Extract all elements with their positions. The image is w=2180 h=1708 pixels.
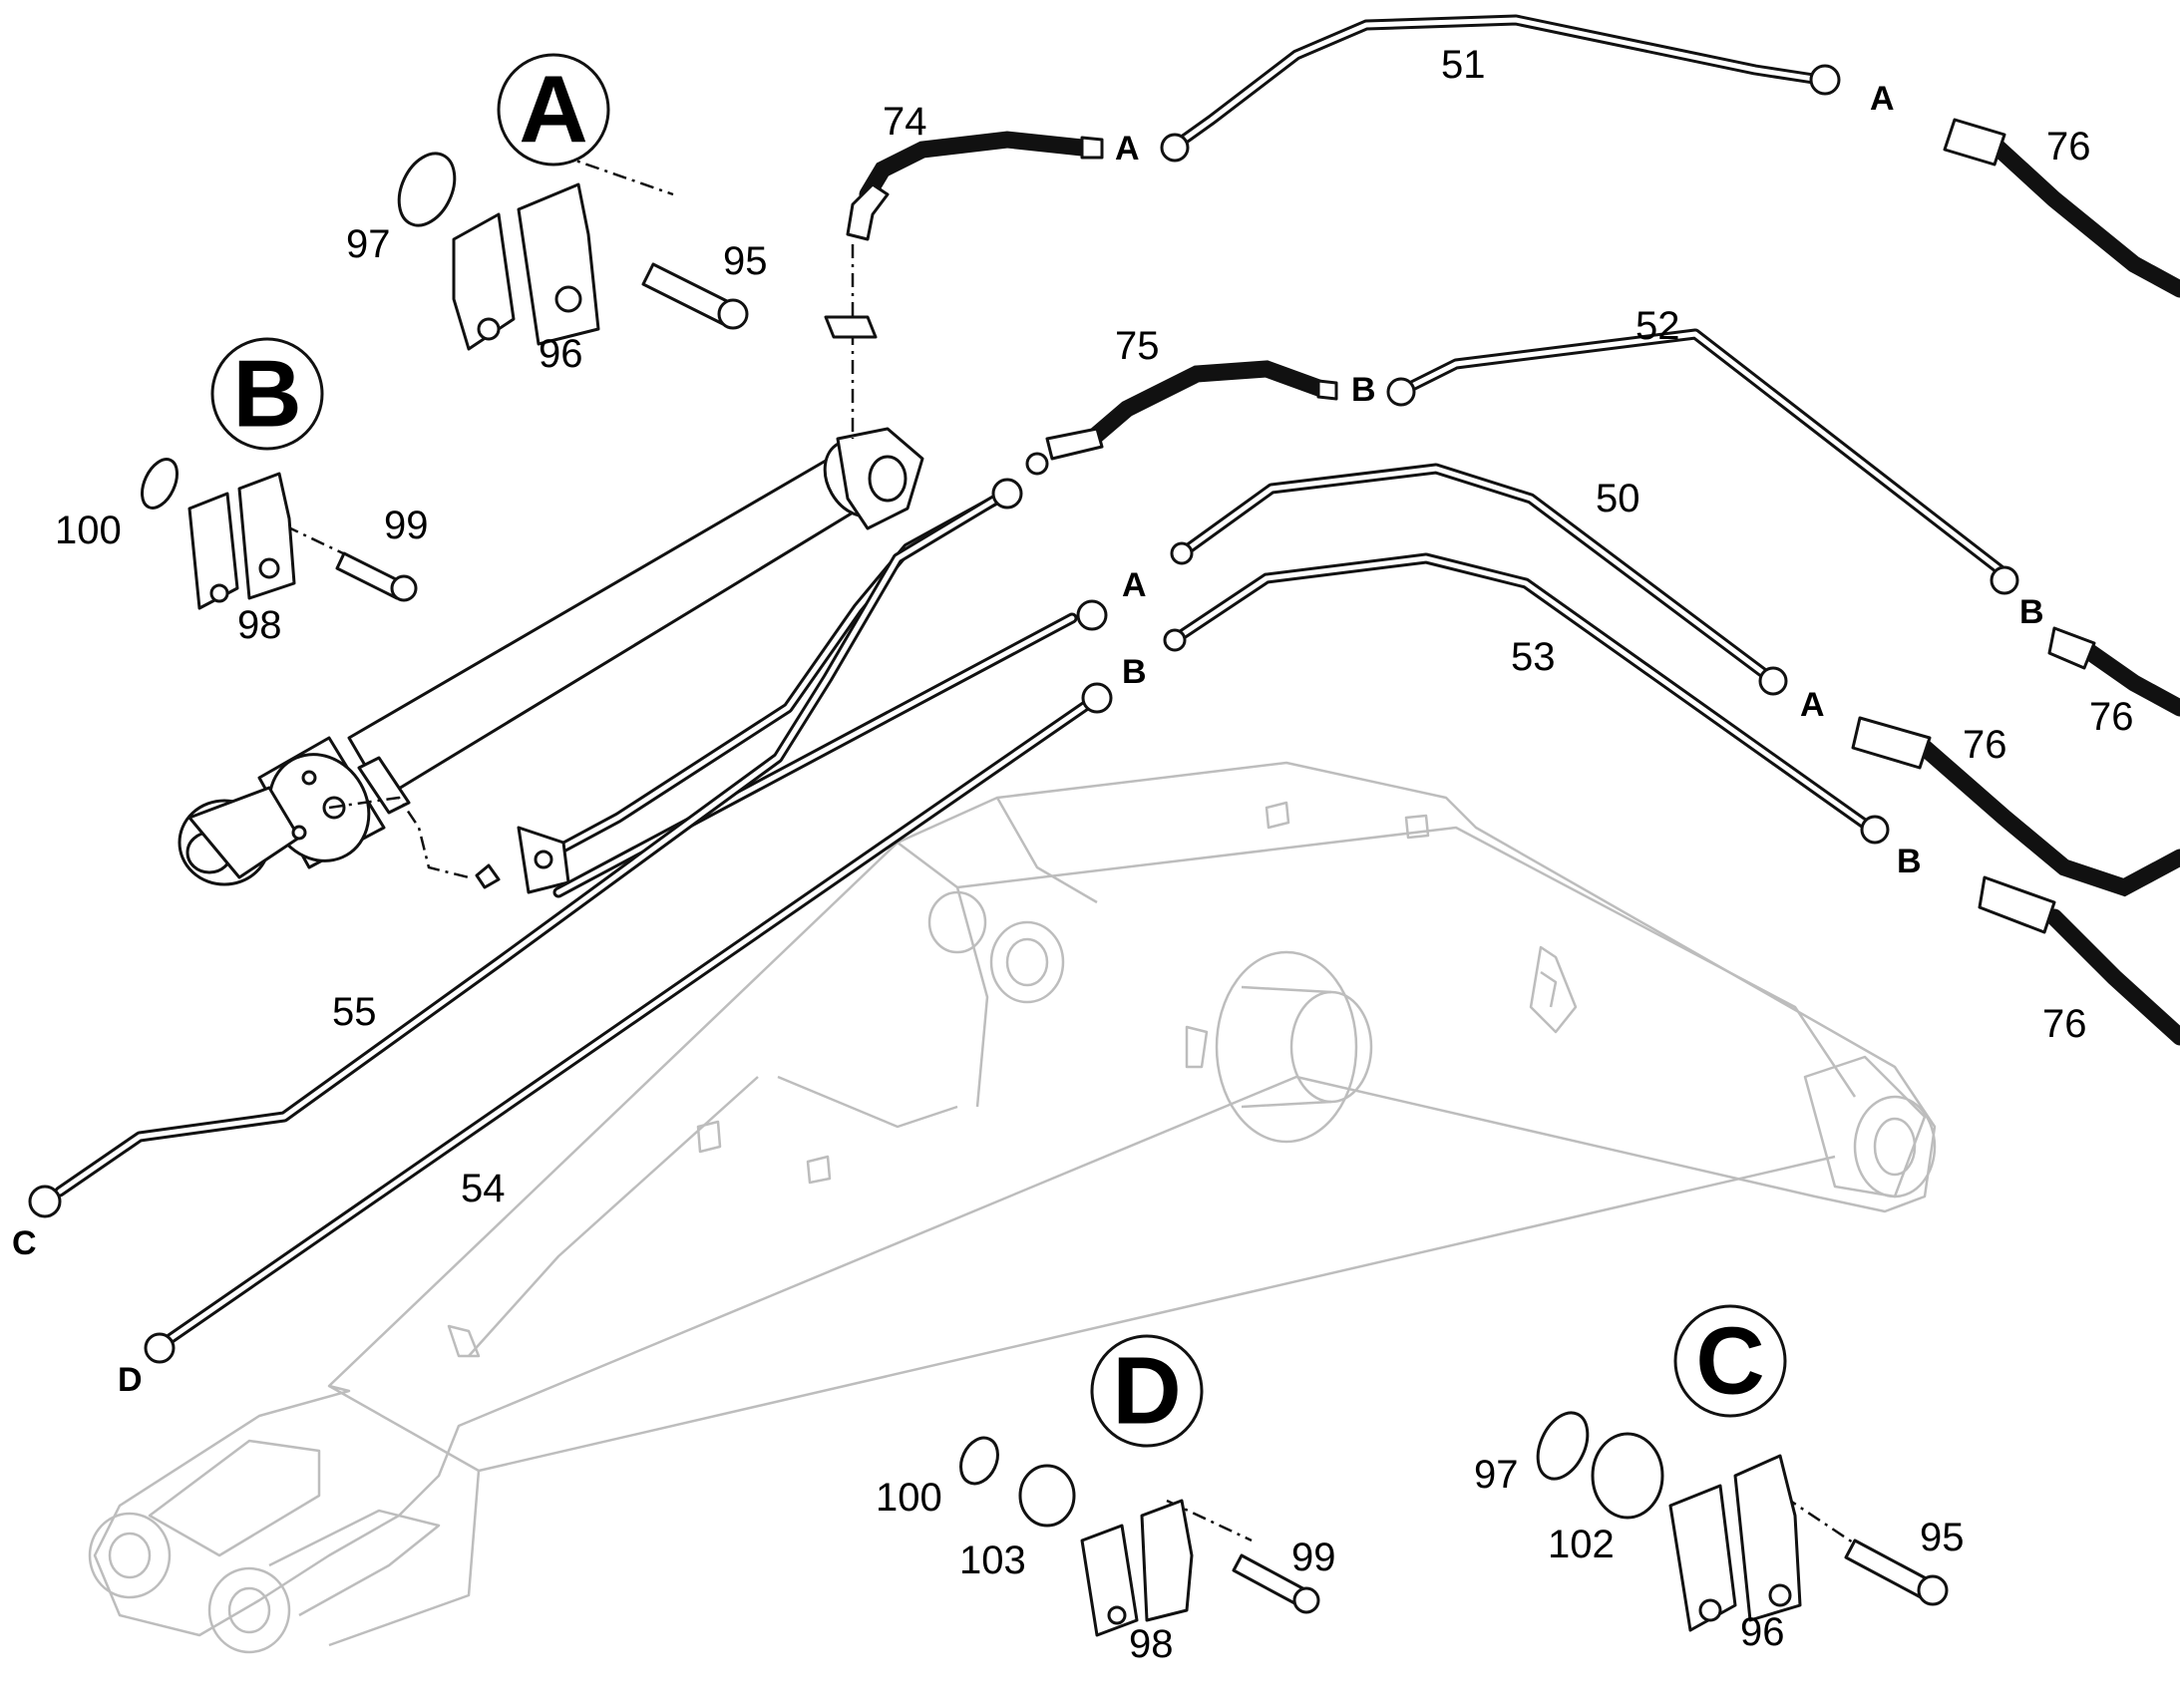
hose-75 — [1045, 360, 1338, 461]
part-number-99-detail-b: 99 — [384, 504, 429, 547]
part-number-55: 55 — [332, 990, 377, 1034]
part-number-95-detail-a: 95 — [723, 239, 768, 283]
detail-b-group — [141, 337, 418, 610]
part-number-103: 103 — [959, 1538, 1026, 1582]
connector-label-c-pipe-55: C — [12, 1224, 37, 1262]
part-number-99-detail-d: 99 — [1291, 1536, 1336, 1579]
connector-label-a-pipe-50-start: A — [1122, 566, 1147, 604]
hose-76-set — [1851, 118, 2180, 1046]
part-number-74: 74 — [883, 100, 927, 144]
connector-label-a-pipe-50-end: A — [1800, 686, 1825, 724]
part-number-100-detail-b: 100 — [55, 509, 122, 552]
detail-label-d: D — [1112, 1338, 1181, 1445]
detail-label-c: C — [1695, 1308, 1764, 1415]
part-number-96-detail-a: 96 — [539, 332, 583, 376]
connector-label-b-hose-75: B — [1351, 371, 1376, 409]
pipe-51 — [1171, 14, 1826, 151]
part-number-100-detail-d: 100 — [876, 1476, 942, 1520]
detail-label-b: B — [232, 341, 301, 448]
connector-label-b-pipe-53-end: B — [1897, 843, 1922, 880]
connector-label-a-hose-74: A — [1115, 130, 1140, 168]
pipe-55 — [54, 488, 1078, 1197]
part-number-76-bottom: 76 — [2042, 1002, 2087, 1046]
part-number-76-b: 76 — [2089, 695, 2134, 739]
part-number-97-detail-a: 97 — [346, 222, 391, 266]
detail-label-a: A — [519, 57, 587, 164]
connector-label-d-pipe-54: D — [118, 1361, 143, 1399]
part-number-53: 53 — [1511, 635, 1556, 679]
part-number-50: 50 — [1596, 477, 1640, 520]
detail-a-group — [397, 53, 749, 351]
part-number-98-detail-b: 98 — [237, 603, 282, 647]
part-number-98-detail-d: 98 — [1129, 1622, 1174, 1666]
boom-outline — [88, 761, 1937, 1654]
pipe-52 — [1400, 328, 2010, 579]
part-number-102: 102 — [1548, 1523, 1615, 1566]
part-number-96-detail-c: 96 — [1740, 1610, 1785, 1654]
part-number-97-detail-c: 97 — [1474, 1453, 1519, 1497]
connector-label-b-pipe-52: B — [2019, 593, 2044, 631]
pipe-53 — [1171, 552, 1876, 834]
part-number-52: 52 — [1635, 304, 1680, 348]
part-number-76-top: 76 — [2046, 125, 2091, 169]
connector-label-b-pipe-53-start: B — [1122, 653, 1147, 691]
part-number-51: 51 — [1441, 43, 1486, 87]
detail-c-group — [1536, 1304, 1949, 1632]
pipe-50 — [1176, 463, 1776, 684]
pipe-54 — [154, 692, 1103, 1352]
part-number-75: 75 — [1115, 324, 1160, 368]
hydraulic-cylinder — [178, 427, 924, 886]
pipe-fittings — [28, 64, 2019, 1364]
detail-d-group — [959, 1334, 1320, 1637]
guide-line-bolt-d — [1166, 1499, 1253, 1542]
hose-74 — [846, 131, 1104, 241]
guide-line-bolt-a — [557, 153, 674, 196]
connector-label-a-pipe-51: A — [1870, 80, 1895, 118]
part-number-76-a: 76 — [1963, 723, 2007, 767]
part-number-95-detail-c: 95 — [1920, 1516, 1965, 1559]
part-number-54: 54 — [461, 1167, 506, 1210]
